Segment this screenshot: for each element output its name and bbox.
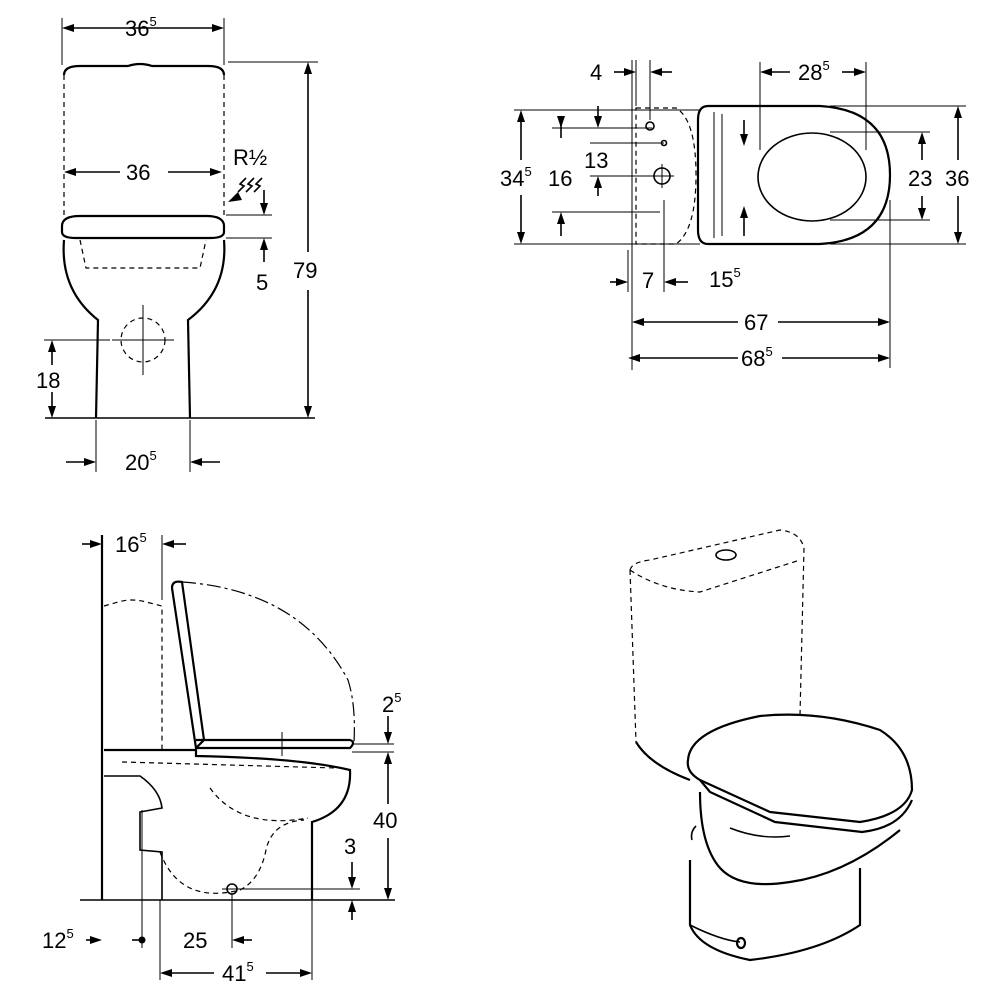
- bowl-perspective: [698, 791, 901, 886]
- dim-tank-width: 365: [125, 14, 157, 41]
- cistern-body-outline: [63, 75, 225, 218]
- pedestal-perspective: [688, 860, 862, 962]
- dim-34-5: 345: [500, 164, 532, 191]
- seat-side: [196, 738, 355, 750]
- seat-perspective: [686, 713, 914, 824]
- lid-swing-arc: [181, 581, 355, 743]
- seat-top-outline: [696, 104, 892, 246]
- water-inlet-icon: [237, 177, 263, 193]
- dim-13: 13: [584, 148, 608, 173]
- inlet-label: R½: [233, 145, 267, 170]
- cistern-lid-outline: [62, 62, 226, 76]
- cistern-top-edge: [629, 529, 805, 716]
- internal-trap-hidden: [121, 761, 337, 894]
- lid-raised: [170, 580, 206, 751]
- dim-inlet-drop: 5: [256, 270, 268, 295]
- dim-36-top: 36: [945, 166, 969, 191]
- dim-23: 23: [908, 166, 932, 191]
- side-view: 165 25 40 3 125 25: [42, 530, 401, 986]
- dim-12-5: 125: [42, 926, 74, 953]
- bowl-outline: [62, 239, 226, 419]
- dim-outlet-height: 18: [36, 368, 60, 393]
- dim-base-width: 205: [125, 448, 157, 475]
- rim-hidden-line: [79, 239, 207, 269]
- dim-16: 16: [548, 166, 572, 191]
- cistern-side-hidden: [103, 599, 163, 750]
- bowl-opening: [757, 132, 867, 222]
- dim-3: 3: [344, 834, 356, 859]
- dim-25: 25: [183, 928, 207, 953]
- top-view: 4 285 345 16 13: [500, 58, 969, 371]
- dim-7: 7: [642, 268, 654, 293]
- seat-outline: [60, 214, 226, 240]
- dim-2-5: 25: [382, 690, 401, 717]
- dim-tank-inner: 36: [126, 160, 150, 185]
- front-view: 365 36 R½ 5 79 18: [36, 14, 318, 475]
- dim-68-5: 685: [741, 344, 773, 371]
- dim-16-5: 165: [115, 530, 147, 557]
- dim-40: 40: [373, 808, 397, 833]
- dim-28-5: 285: [798, 58, 830, 85]
- dim-15-5: 155: [709, 265, 741, 292]
- dim-67: 67: [744, 310, 768, 335]
- bowl-side: [104, 748, 352, 900]
- dim-total-height: 79: [293, 258, 317, 283]
- outlet-pipe: [104, 775, 163, 900]
- cistern-top-outline: [635, 107, 697, 245]
- dim-41-5: 415: [222, 959, 254, 986]
- dim-4: 4: [590, 60, 602, 85]
- perspective-view: [629, 529, 914, 962]
